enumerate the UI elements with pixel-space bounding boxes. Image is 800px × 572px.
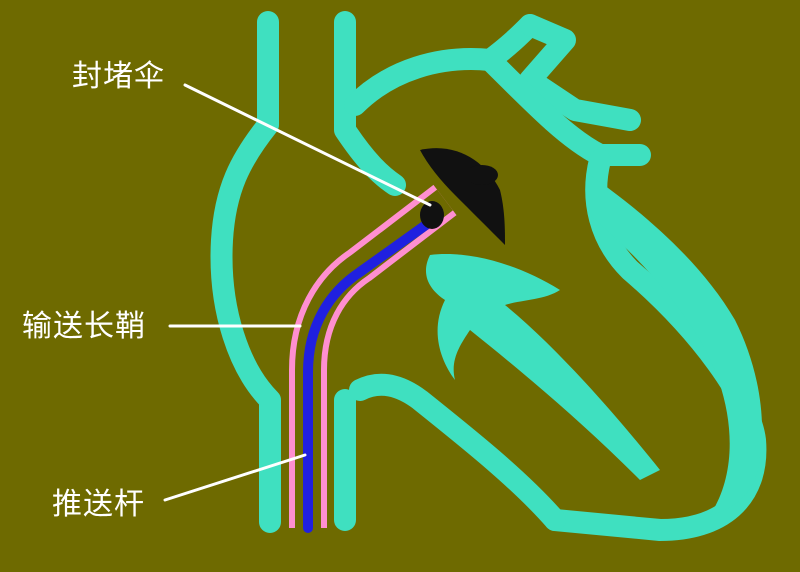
occluder-leader-line bbox=[183, 83, 432, 207]
occluder-hub bbox=[466, 165, 498, 185]
ventricular-septum bbox=[425, 254, 660, 480]
left-ventricle-muscle bbox=[590, 175, 763, 515]
leader-lines bbox=[163, 83, 432, 502]
sheath-lumen bbox=[295, 189, 453, 528]
ventricle-floor bbox=[349, 373, 566, 531]
pusher-rod bbox=[303, 217, 435, 533]
occluder-label: 封堵伞 bbox=[72, 59, 165, 94]
aorta-wall bbox=[344, 14, 541, 116]
right-atrium-wall bbox=[210, 11, 281, 533]
atrial-septum-wall bbox=[334, 11, 406, 196]
pusher-leader-line bbox=[163, 453, 307, 502]
pusher-rod-label: 推送杆 bbox=[52, 487, 145, 522]
occluder-device bbox=[420, 148, 505, 245]
aortic-arch bbox=[519, 14, 641, 131]
delivery-sheath-label: 输送长鞘 bbox=[22, 309, 146, 344]
occluder-waist bbox=[420, 201, 444, 229]
